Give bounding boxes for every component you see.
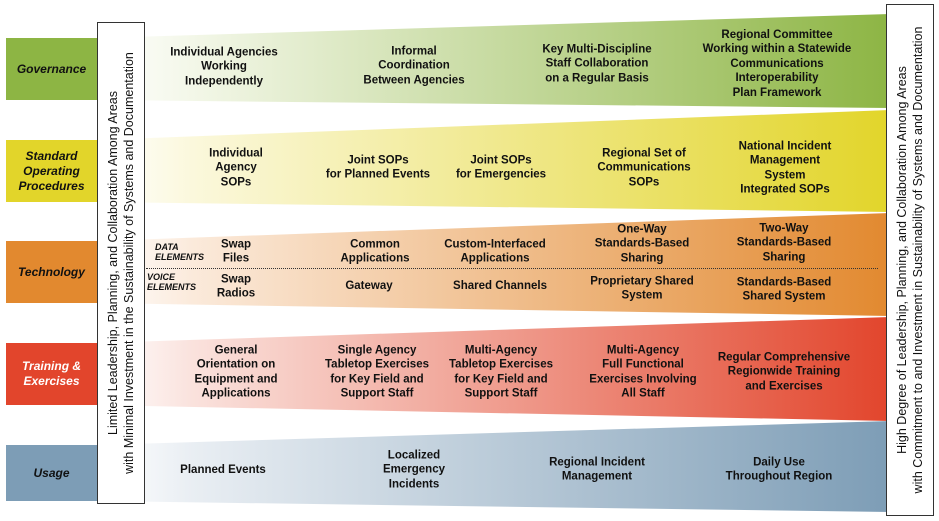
right-caption-line1: High Degree of Leadership, Planning, and… [894, 66, 909, 454]
technology-voice-stage: Shared Channels [453, 279, 547, 292]
governance-stage: Individual Agencies Working Independentl… [170, 46, 278, 88]
sop-stage: Individual Agency SOPs [209, 147, 263, 189]
training-stage: Single Agency Tabletop Exercises for Key… [325, 344, 429, 400]
governance-stage: Regional Committee Working within a Stat… [702, 29, 852, 99]
technology-voice-stage: Swap Radios [216, 273, 256, 300]
technology-label: Technology [18, 264, 85, 279]
usage-tab [6, 445, 97, 501]
sop-stage: Joint SOPs for Planned Events [325, 154, 431, 181]
right-caption: High Degree of Leadership, Planning, and… [894, 27, 927, 494]
training-stage: Regular Comprehensive Regionwide Trainin… [717, 351, 851, 393]
technology-band [97, 213, 890, 316]
data-elements-label: DATA ELEMENTS [155, 242, 205, 262]
technology-tab [6, 241, 97, 303]
sop-tab [6, 140, 97, 202]
sop-stage: National Incident Management System Inte… [738, 140, 832, 196]
technology-data-stage: Common Applications [340, 238, 410, 265]
usage-stage: Localized Emergency Incidents [382, 449, 446, 491]
sop-stage: Regional Set of Communications SOPs [597, 147, 691, 189]
technology-voice-stage: Standards-Based Shared System [736, 276, 832, 303]
governance-tab [6, 38, 97, 100]
governance-band [97, 14, 890, 108]
governance-label: Governance [16, 61, 87, 76]
usage-stage: Planned Events [180, 463, 266, 476]
usage-stage: Regional Incident Management [549, 456, 645, 483]
left-caption: Limited Leadership, Planning, and Collab… [105, 52, 138, 474]
technology-data-stage: Custom-Interfaced Applications [444, 238, 546, 265]
technology-data-stage: Swap Files [220, 238, 252, 265]
voice-elements-label: VOICE ELEMENTS [147, 272, 197, 292]
training-tab [6, 343, 97, 405]
technology-divider [146, 268, 878, 269]
left-caption-line2: with Minimal Investment in the Sustainab… [122, 52, 136, 474]
sop-stage: Joint SOPs for Emergencies [455, 154, 547, 181]
sop-band [97, 110, 890, 212]
usage-stage: Daily Use Throughout Region [725, 456, 833, 483]
left-caption-line1: Limited Leadership, Planning, and Collab… [105, 91, 120, 435]
usage-band [97, 421, 890, 512]
training-band [97, 317, 890, 421]
training-stage: Multi-Agency Tabletop Exercises for Key … [449, 344, 553, 400]
training-label: Training & Exercises [21, 359, 82, 388]
governance-stage: Informal Coordination Between Agencies [363, 45, 465, 87]
governance-stage: Key Multi-Discipline Staff Collaboration… [542, 43, 652, 85]
technology-data-stage: Two-Way Standards-Based Sharing [736, 222, 832, 264]
right-caption-box: High Degree of Leadership, Planning, and… [886, 4, 934, 516]
left-caption-box: Limited Leadership, Planning, and Collab… [97, 22, 145, 504]
usage-label: Usage [33, 465, 70, 480]
training-stage: General Orientation on Equipment and App… [194, 344, 278, 400]
technology-voice-stage: Gateway [345, 279, 393, 292]
technology-data-stage: One-Way Standards-Based Sharing [594, 223, 690, 265]
sop-label: Standard Operating Procedures [18, 148, 85, 193]
right-caption-line2: with Commitment to and Investment in Sus… [911, 26, 925, 494]
training-stage: Multi-Agency Full Functional Exercises I… [589, 344, 697, 400]
technology-voice-stage: Proprietary Shared System [590, 275, 694, 302]
